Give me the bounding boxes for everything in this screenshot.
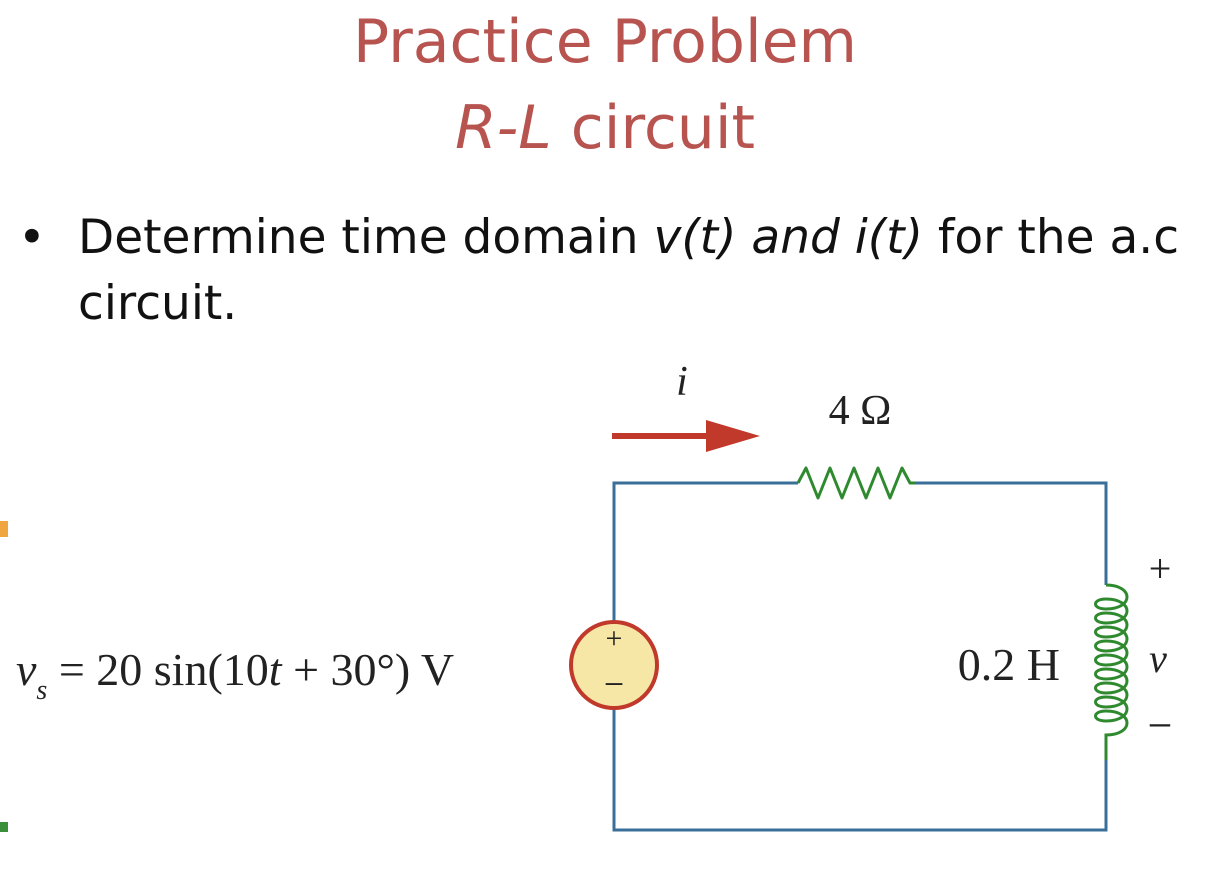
voltage-source-icon: [569, 620, 659, 710]
inductor-label: 0.2 H: [958, 639, 1060, 690]
edge-mark-orange: [0, 521, 8, 537]
subtitle-italic-part: R-L: [454, 93, 552, 163]
edge-mark-green: [0, 822, 8, 832]
current-arrow-icon: [612, 420, 760, 452]
voltage-plus-sign: +: [1149, 546, 1172, 591]
source-label: vs = 20 sin(10t + 30°) V: [16, 644, 454, 706]
subtitle-rest: circuit: [551, 93, 756, 163]
resistor-label: 4 Ω: [829, 388, 892, 434]
inductor-icon: [1094, 583, 1129, 760]
bullet-text-italic: v(t) and i(t): [653, 210, 923, 265]
voltage-label: v: [1149, 636, 1167, 681]
bullet-text-part2: for the a.c circuit.: [78, 210, 1180, 331]
voltage-minus-sign: −: [1148, 701, 1173, 750]
bullet-text-part1: Determine time domain: [78, 210, 654, 265]
slide-subtitle: R-L circuit: [0, 98, 1210, 158]
current-label: i: [676, 359, 688, 405]
resistor-icon: [796, 466, 915, 500]
source-minus-sign: −: [604, 664, 624, 704]
title-line-1: Practice Problem: [352, 7, 858, 77]
slide-title: Practice Problem: [0, 12, 1210, 72]
circuit-wires: [612, 481, 1108, 832]
source-plus-sign: +: [606, 622, 623, 655]
bullet-dot-icon: •: [18, 210, 46, 265]
bullet-text: Determine time domain v(t) and i(t) for …: [78, 205, 1188, 337]
